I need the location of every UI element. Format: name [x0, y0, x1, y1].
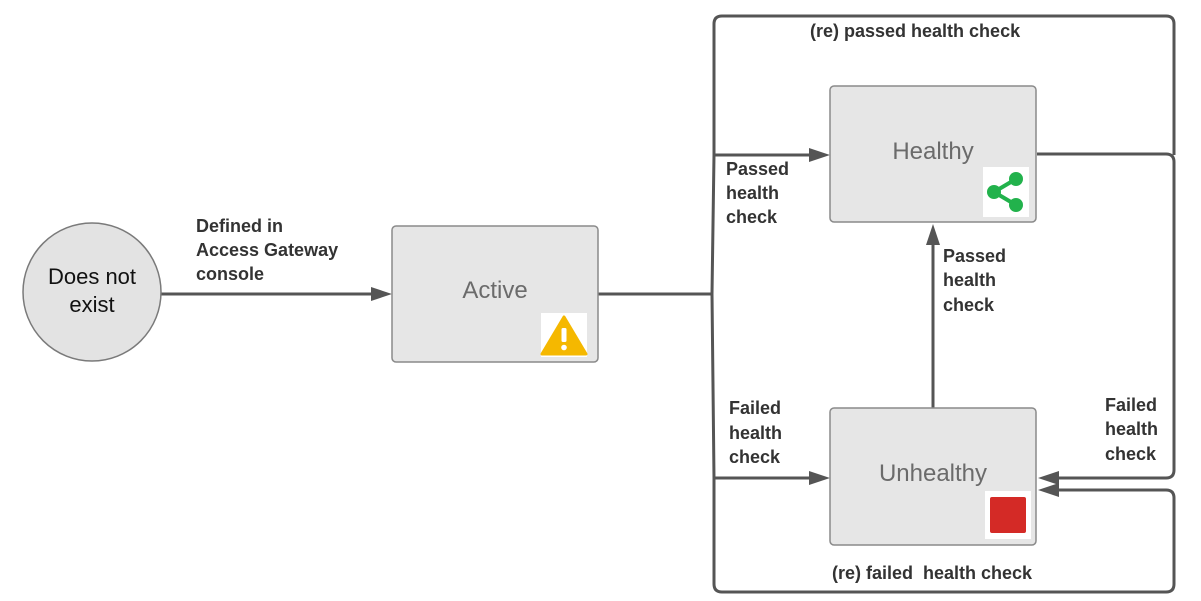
label-defined-line-2: Access Gateway — [196, 240, 338, 260]
state-healthy: Healthy — [829, 85, 1037, 223]
state-unhealthy: Unhealthy — [829, 407, 1037, 546]
connector-healthy-to-unhealthy — [1037, 152, 1176, 480]
arrowhead-to-unhealthy-left — [809, 471, 830, 485]
arrowhead-to-healthy — [809, 148, 830, 162]
label-active-to-healthy-line-3: check — [726, 207, 778, 227]
warning-icon — [540, 313, 588, 357]
arrowhead-to-unhealthy-right — [1038, 471, 1059, 485]
state-active: Active — [391, 225, 599, 363]
label-defined-line-1: Defined in — [196, 216, 283, 236]
label-active-to-healthy-line-2: health — [726, 183, 779, 203]
start-node: Does not exist — [22, 222, 162, 362]
label-active-to-healthy-line-1: Passed — [726, 159, 789, 179]
label-healthy-self-loop: (re) passed health check — [810, 21, 1021, 41]
arrowhead-unhealthy-self — [1038, 483, 1059, 497]
label-healthy-to-unhealthy-line-1: Failed — [1105, 395, 1157, 415]
stop-square-icon — [985, 491, 1031, 539]
label-healthy-to-unhealthy-line-3: check — [1105, 444, 1157, 464]
label-active-to-unhealthy-line-2: health — [729, 423, 782, 443]
label-unhealthy-to-healthy-line-2: health — [943, 270, 996, 290]
label-unhealthy-self-loop: (re) failed health check — [832, 563, 1033, 583]
connector-healthy-self-loop — [712, 14, 1176, 155]
label-active-to-unhealthy-line-3: check — [729, 447, 781, 467]
label-unhealthy-to-healthy-line-3: check — [943, 295, 995, 315]
label-healthy-to-unhealthy-line-2: health — [1105, 419, 1158, 439]
start-label-line-1: Does not — [48, 264, 136, 289]
label-unhealthy-to-healthy-line-1: Passed — [943, 246, 1006, 266]
label-defined-line-3: console — [196, 264, 264, 284]
label-active-to-unhealthy-line-1: Failed — [729, 398, 781, 418]
state-unhealthy-label: Unhealthy — [879, 460, 987, 487]
arrowhead-up-to-healthy — [926, 224, 940, 245]
arrowhead-to-active — [371, 287, 392, 301]
state-active-label: Active — [462, 277, 527, 304]
start-label-line-2: exist — [69, 292, 114, 317]
share-icon — [983, 167, 1029, 217]
state-healthy-label: Healthy — [892, 138, 973, 165]
connector-unhealthy-self-loop — [712, 478, 1176, 594]
